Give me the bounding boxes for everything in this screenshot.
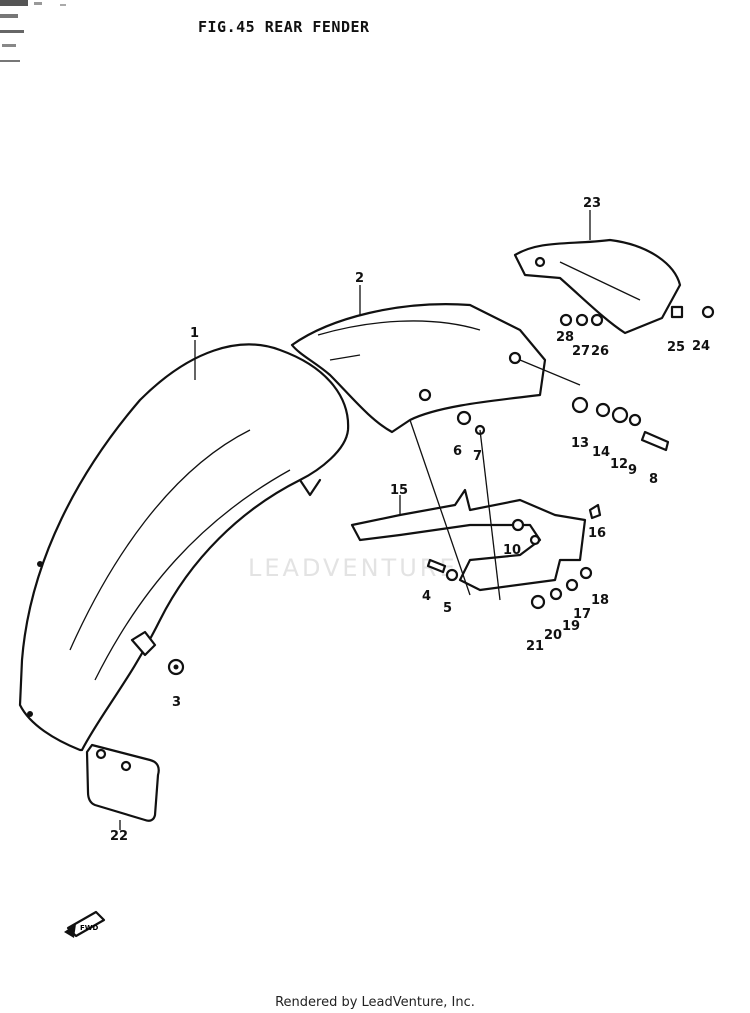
callout-27: 27 (572, 344, 590, 359)
callout-22: 22 (110, 829, 128, 844)
callout-25: 25 (667, 340, 685, 355)
inner-fender-part-2[interactable] (290, 303, 547, 434)
callout-17: 17 (573, 607, 591, 622)
fwd-arrow-icon: FWD (64, 910, 106, 938)
callout-9: 9 (628, 463, 637, 478)
callout-23: 23 (583, 196, 601, 211)
callout-20: 20 (544, 628, 562, 643)
callout-8: 8 (649, 472, 658, 487)
callout-3: 3 (172, 695, 181, 710)
callout-6: 6 (453, 444, 462, 459)
callout-21: 21 (526, 639, 544, 654)
callout-14: 14 (592, 445, 610, 460)
callout-12: 12 (610, 457, 628, 472)
footer-credit: Rendered by LeadVenture, Inc. (275, 995, 475, 1010)
watermark: LEADVENTURE (248, 554, 458, 582)
hardware (167, 305, 715, 676)
callout-5: 5 (443, 601, 452, 616)
callout-28: 28 (556, 330, 574, 345)
bracket-part-23[interactable] (513, 238, 682, 335)
callout-15: 15 (390, 483, 408, 498)
callout-24: 24 (692, 339, 710, 354)
callout-19: 19 (562, 619, 580, 634)
callout-labels: 1 2 3 4 5 6 7 8 9 10 12 13 14 15 16 17 1… (110, 196, 710, 844)
fender-part-1[interactable] (18, 343, 350, 752)
callout-26: 26 (591, 344, 609, 359)
fwd-label: FWD (80, 924, 99, 932)
callout-1: 1 (190, 326, 199, 341)
callout-18: 18 (591, 593, 609, 608)
page-title: FIG.45 REAR FENDER (198, 18, 370, 36)
callout-2: 2 (355, 271, 364, 286)
mudflap-part-22[interactable] (85, 743, 160, 822)
callout-13: 13 (571, 436, 589, 451)
callout-7: 7 (473, 449, 482, 464)
callout-16: 16 (588, 526, 606, 541)
leader-lines (119, 210, 591, 830)
scan-noise (0, 0, 66, 62)
callout-10: 10 (503, 543, 521, 558)
bracket-part-15[interactable] (350, 488, 587, 592)
callout-4: 4 (422, 589, 431, 604)
